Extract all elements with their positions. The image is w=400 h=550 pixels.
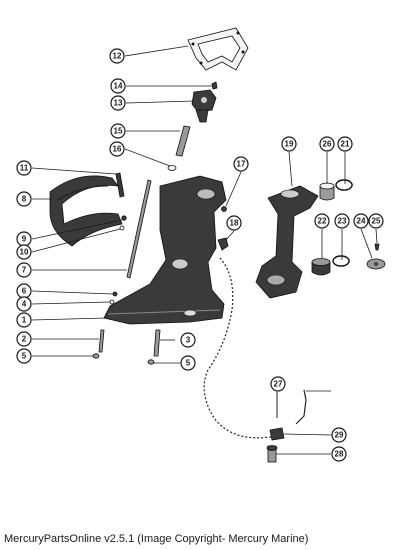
part-screw-25 <box>374 243 380 251</box>
svg-text:17: 17 <box>237 160 246 169</box>
part-driveshaft-housing-1 <box>103 175 227 325</box>
part-washer-4 <box>109 299 115 305</box>
part-water-pump-13 <box>191 89 217 123</box>
part-shift-rod-7 <box>126 179 152 279</box>
svg-text:18: 18 <box>230 219 239 228</box>
svg-text:10: 10 <box>20 248 29 257</box>
callout-6: 6 <box>16 283 32 299</box>
part-stud-2 <box>98 329 105 353</box>
callout-10: 10 <box>16 244 32 260</box>
svg-text:16: 16 <box>113 145 122 154</box>
image-caption: MercuryPartsOnline v2.5.1 (Image Copyrig… <box>4 533 309 545</box>
part-bushing-22 <box>311 258 331 276</box>
svg-text:14: 14 <box>114 82 123 91</box>
callout-2: 2 <box>16 331 32 347</box>
callout-5-right: 5 <box>180 355 196 371</box>
svg-text:21: 21 <box>341 140 350 149</box>
callout-1: 1 <box>16 312 32 328</box>
leader-lines <box>31 45 378 455</box>
svg-text:13: 13 <box>114 99 123 108</box>
callout-22: 22 <box>314 213 330 229</box>
part-nut-5-left <box>92 353 100 359</box>
svg-text:22: 22 <box>318 217 327 226</box>
callout-19: 19 <box>281 136 297 152</box>
callout-21: 21 <box>337 136 353 152</box>
part-bushing-26 <box>319 182 335 201</box>
callout-27: 27 <box>270 376 286 392</box>
svg-text:7: 7 <box>22 266 27 275</box>
part-ring-21 <box>335 179 353 191</box>
part-bracket-19 <box>255 185 319 299</box>
svg-text:1: 1 <box>22 316 27 325</box>
part-stud-3 <box>153 329 161 357</box>
callout-25: 25 <box>368 213 384 229</box>
svg-text:5: 5 <box>186 359 191 368</box>
part-screw-14 <box>211 81 218 90</box>
part-fitting-18 <box>217 237 229 251</box>
svg-text:11: 11 <box>20 164 29 173</box>
svg-text:5: 5 <box>22 352 27 361</box>
part-sleeve-11 <box>115 172 125 198</box>
callout-11: 11 <box>16 160 32 176</box>
svg-text:6: 6 <box>22 287 27 296</box>
part-screw-6 <box>112 291 118 297</box>
part-washer-10 <box>119 225 125 231</box>
svg-text:23: 23 <box>338 217 347 226</box>
svg-text:26: 26 <box>323 140 332 149</box>
part-nut-5-right <box>147 359 155 365</box>
part-gasket-12 <box>187 27 249 71</box>
svg-text:27: 27 <box>274 380 283 389</box>
part-cover-8 <box>49 175 123 247</box>
callout-17: 17 <box>233 156 249 172</box>
part-clip-29 <box>269 427 285 441</box>
part-fitting-28 <box>266 445 278 463</box>
callout-5-left: 5 <box>16 348 32 364</box>
callout-16: 16 <box>109 141 125 157</box>
svg-text:12: 12 <box>113 52 122 61</box>
part-cable <box>203 257 277 439</box>
callout-15: 15 <box>110 123 126 139</box>
callout-13: 13 <box>110 95 126 111</box>
svg-text:25: 25 <box>372 217 381 226</box>
callout-4: 4 <box>16 296 32 312</box>
callout-12: 12 <box>109 48 125 64</box>
svg-text:15: 15 <box>114 127 123 136</box>
svg-text:4: 4 <box>22 300 27 309</box>
svg-text:24: 24 <box>357 217 366 226</box>
svg-text:28: 28 <box>335 450 344 459</box>
callout-7: 7 <box>16 262 32 278</box>
part-grommet-16 <box>167 165 177 171</box>
part-wire-26 <box>295 389 307 425</box>
callout-28: 28 <box>331 446 347 462</box>
callout-3: 3 <box>180 332 196 348</box>
svg-text:19: 19 <box>285 140 294 149</box>
callout-24: 24 <box>353 213 369 229</box>
svg-text:3: 3 <box>186 336 191 345</box>
callout-18: 18 <box>226 215 242 231</box>
part-cap-24 <box>366 258 386 270</box>
callout-23: 23 <box>334 213 350 229</box>
callout-14: 14 <box>110 78 126 94</box>
part-screw-9 <box>121 215 127 221</box>
callout-29: 29 <box>331 427 347 443</box>
callout-26-upper: 26 <box>319 136 335 152</box>
part-plug-17 <box>221 206 227 212</box>
svg-text:8: 8 <box>22 195 27 204</box>
callout-8: 8 <box>16 191 32 207</box>
svg-text:29: 29 <box>335 431 344 440</box>
part-ring-23 <box>332 255 350 267</box>
callout-9: 9 <box>16 231 32 247</box>
part-tube-15 <box>175 125 191 157</box>
svg-text:9: 9 <box>22 235 27 244</box>
svg-text:2: 2 <box>22 335 27 344</box>
